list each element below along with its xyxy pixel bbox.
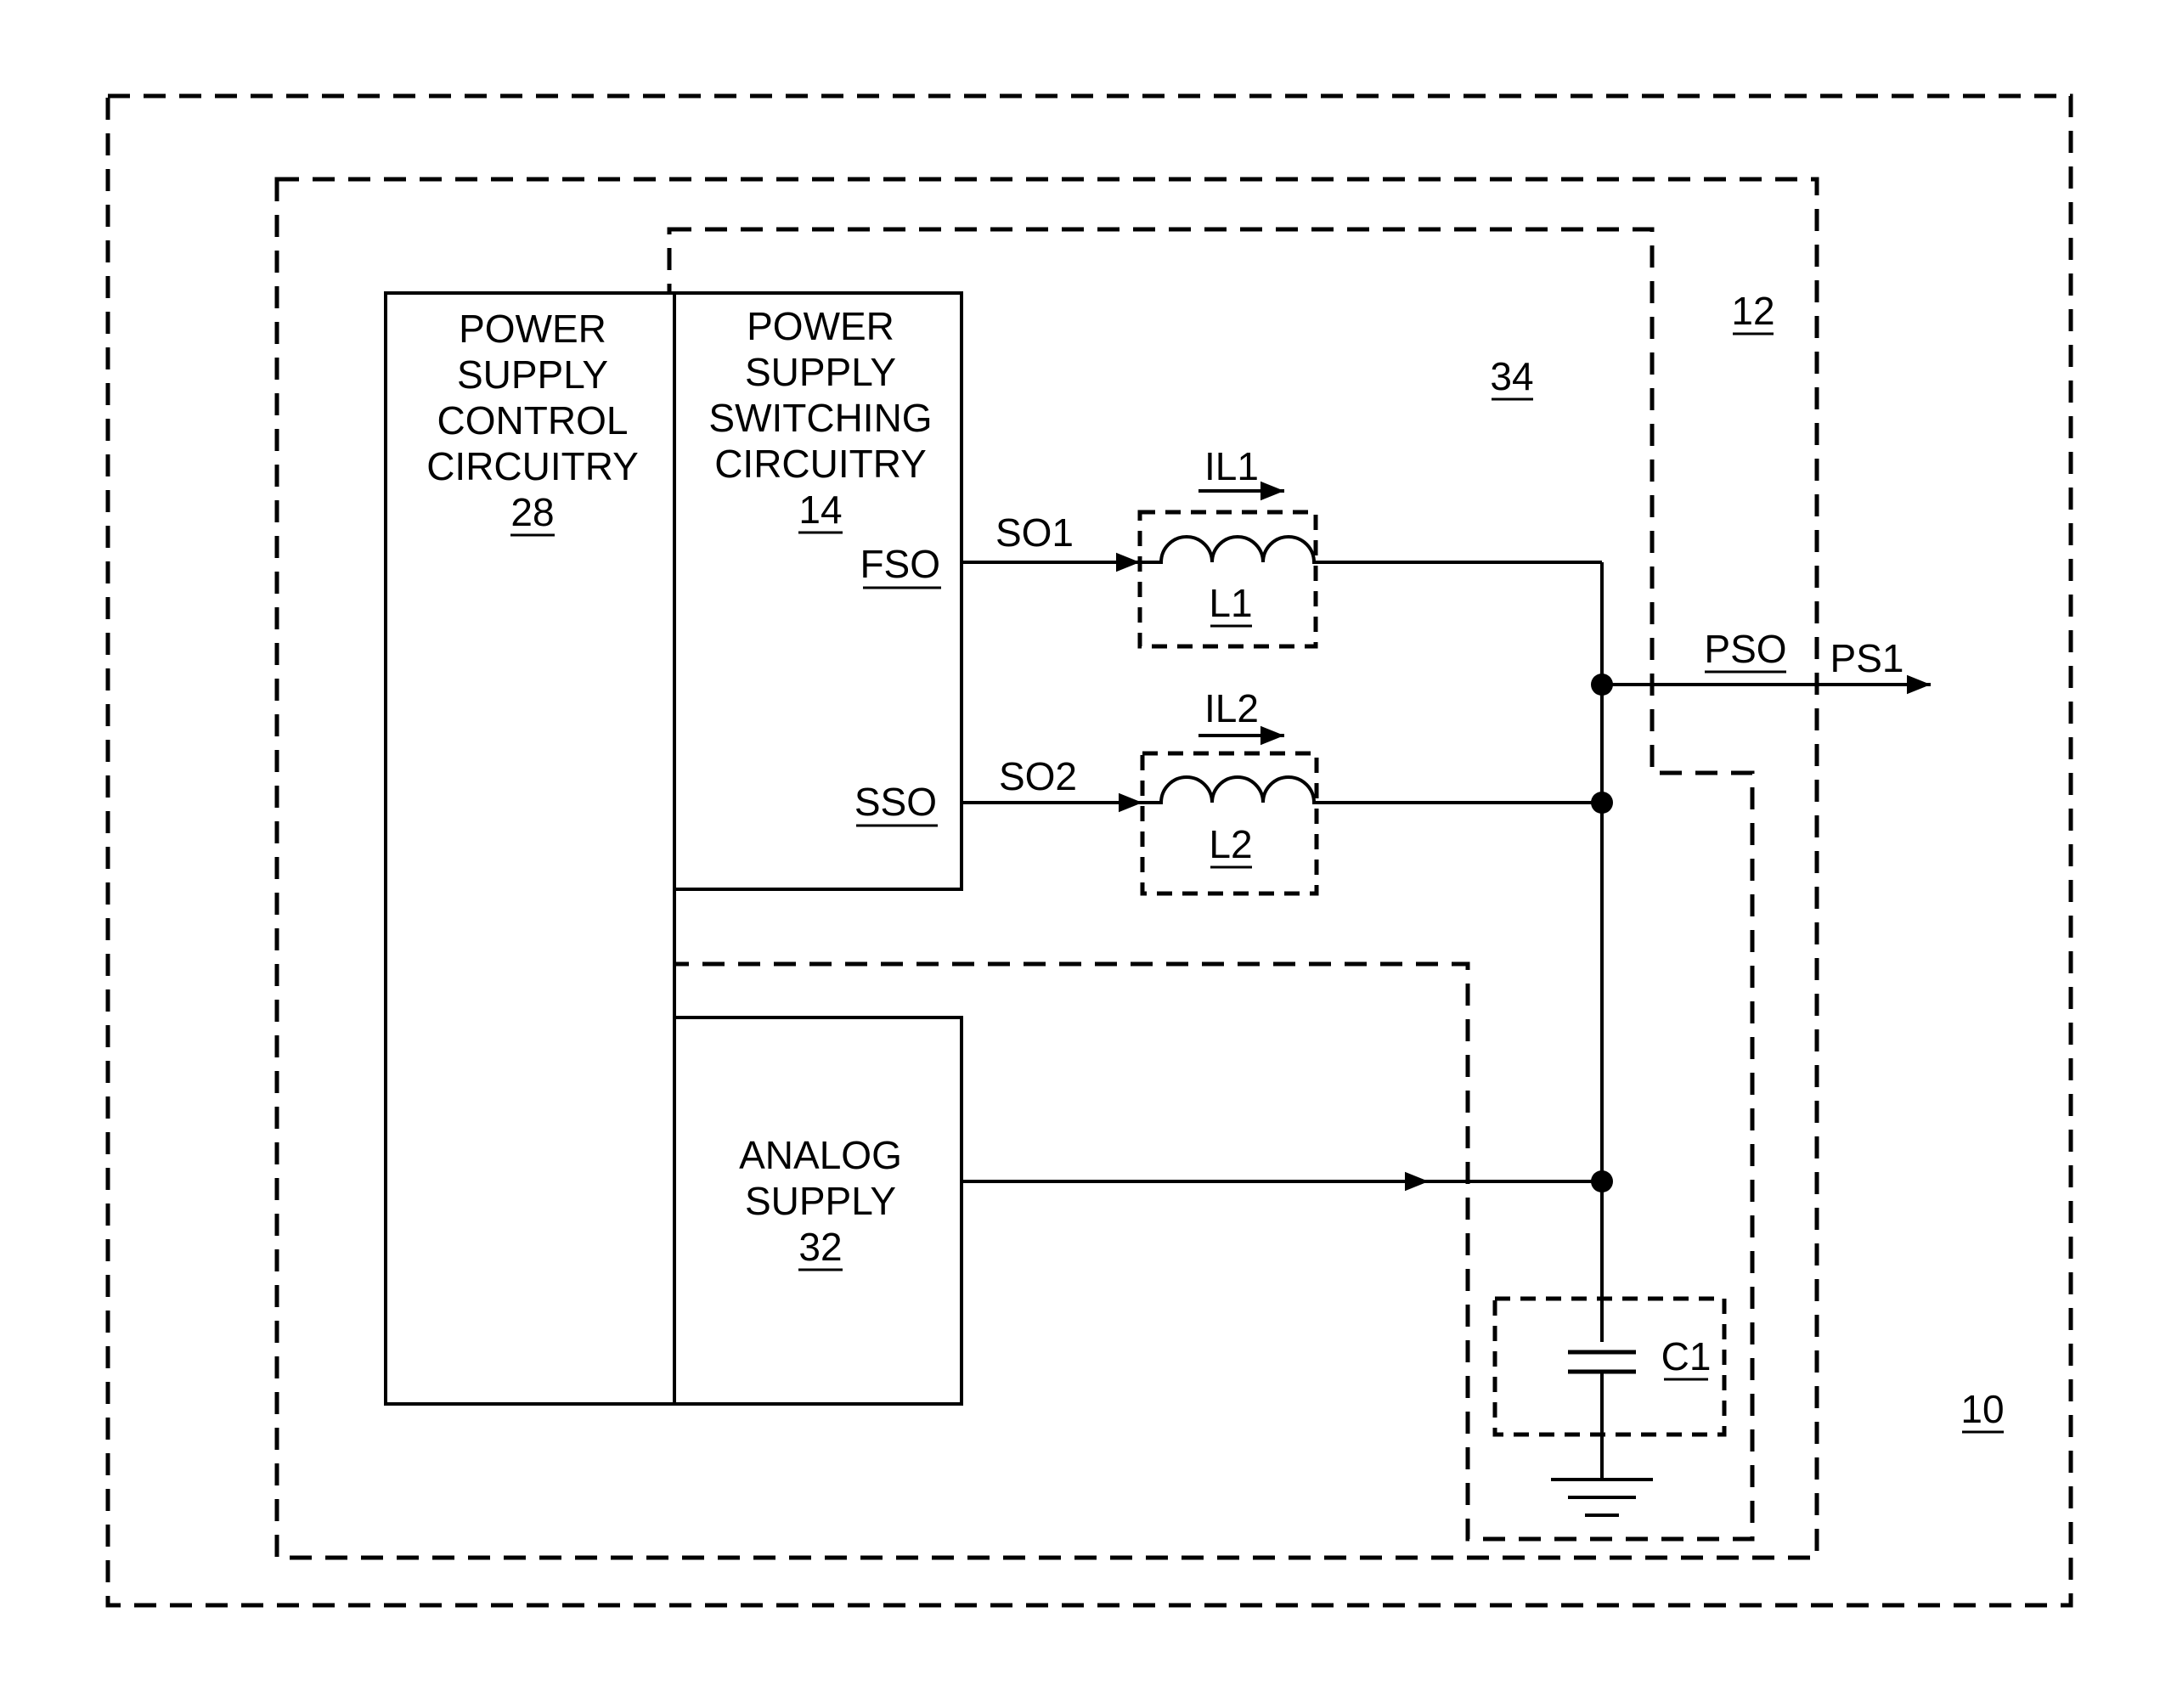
l1-label: L1 [1209,581,1252,625]
il1-label: IL1 [1204,444,1259,488]
il2-label: IL2 [1204,686,1259,730]
so2-label: SO2 [999,754,1077,798]
switching-label-line-2: SUPPLY [745,350,896,394]
ps1-label: PS1 [1830,636,1904,680]
switching-label-line-1: POWER [747,304,894,348]
inductor-l2-coil [1142,777,1317,803]
fso-port-label: FSO [860,542,940,586]
ground-icon [1551,1480,1653,1515]
switching-label-line-3: SWITCHING [708,396,932,440]
so1-label: SO1 [995,510,1074,555]
switching-label-line-4: CIRCUITRY [714,442,927,486]
ref-10: 10 [1960,1387,2004,1431]
ref-34: 34 [1490,354,1533,398]
analog-label-line-1: ANALOG [739,1133,902,1177]
control-label-line-4: CIRCUITRY [426,444,639,488]
control-label-line-2: SUPPLY [457,352,608,397]
analog-label-line-2: SUPPLY [745,1179,896,1223]
analog-ref-number: 32 [798,1225,842,1269]
control-label-line-3: CONTROL [437,398,629,443]
l2-label: L2 [1209,822,1252,866]
switching-ref-number: 14 [798,488,842,532]
control-ref-number: 28 [510,490,554,534]
c1-label: C1 [1661,1334,1712,1378]
node-l2 [1591,792,1613,814]
control-label-line-1: POWER [459,307,606,351]
inductor-l1-coil [1140,537,1316,562]
ref-12: 12 [1731,289,1774,333]
pso-label: PSO [1704,627,1786,671]
sso-port-label: SSO [854,780,937,824]
